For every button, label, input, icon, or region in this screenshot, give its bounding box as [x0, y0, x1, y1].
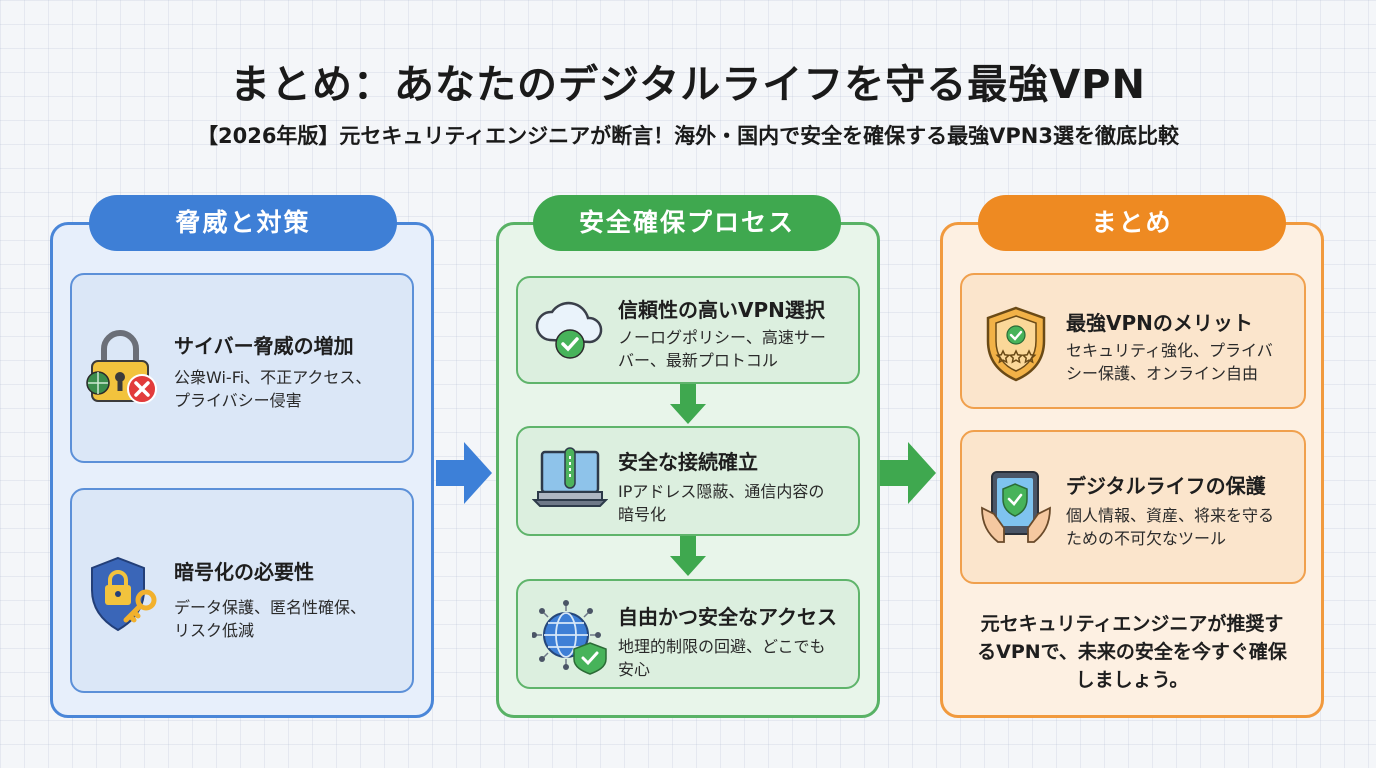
flow-arrow-icon: [436, 442, 492, 504]
threat-card-encryption: 暗号化の必要性 データ保護、匿名性確保、 リスク低減: [70, 488, 414, 693]
card-desc: ノーログポリシー、高速サー バー、最新プロトコル: [618, 328, 826, 370]
globe-shield-icon: [532, 600, 607, 675]
card-desc: 公衆Wi-Fi、不正アクセス、 プライバシー侵害: [174, 368, 372, 410]
process-card-select: 信頼性の高いVPN選択 ノーログポリシー、高速サー バー、最新プロトコル: [516, 276, 860, 384]
closing-message: 元セキュリティエンジニアが推奨す るVPNで、未来の安全を今すぐ確保 しましょう…: [977, 613, 1287, 691]
card-desc: セキュリティ強化、プライバ シー保護、オンライン自由: [1066, 341, 1273, 383]
threat-card-cyber: サイバー脅威の増加 公衆Wi-Fi、不正アクセス、 プライバシー侵害: [70, 273, 414, 463]
card-title: 信頼性の高いVPN選択: [618, 298, 825, 322]
arrow-down-icon: [670, 536, 706, 576]
summary-header: まとめ: [978, 195, 1286, 251]
card-title: 最強VPNのメリット: [1066, 311, 1253, 335]
card-title: 自由かつ安全なアクセス: [618, 605, 837, 629]
card-desc: データ保護、匿名性確保、 リスク低減: [174, 598, 367, 640]
laptop-tunnel-icon: [532, 447, 608, 507]
tablet-shield-icon: [981, 471, 1051, 543]
summary-card-protect: デジタルライフの保護 個人情報、資産、将来を守る ための不可欠なツール: [960, 430, 1306, 584]
summary-card-merit: 最強VPNのメリット セキュリティ強化、プライバ シー保護、オンライン自由: [960, 273, 1306, 409]
card-desc: 個人情報、資産、将来を守る ための不可欠なツール: [1066, 506, 1275, 548]
page-title: まとめ：あなたのデジタルライフを守る最強VPN: [230, 62, 1146, 108]
card-title: 安全な接続確立: [618, 450, 758, 474]
process-card-access: 自由かつ安全なアクセス 地理的制限の回避、どこでも 安心: [516, 579, 860, 689]
padlock-x-icon: [86, 330, 157, 404]
flow-arrow-icon: [880, 442, 936, 504]
arrow-down-icon: [670, 384, 706, 424]
page-subtitle: 【2026年版】元セキュリティエンジニアが断言！海外・国内で安全を確保する最強V…: [196, 124, 1179, 148]
shield-stars-icon: [986, 306, 1046, 382]
process-card-connect: 安全な接続確立 IPアドレス隠蔽、通信内容の 暗号化: [516, 426, 860, 536]
card-desc: IPアドレス隠蔽、通信内容の 暗号化: [618, 482, 825, 524]
card-title: サイバー脅威の増加: [174, 334, 354, 358]
card-desc: 地理的制限の回避、どこでも 安心: [618, 637, 826, 679]
cloud-check-icon: [535, 301, 603, 359]
card-title: デジタルライフの保護: [1066, 474, 1266, 498]
shield-key-icon: [91, 556, 157, 632]
threats-header: 脅威と対策: [89, 195, 397, 251]
process-header: 安全確保プロセス: [533, 195, 841, 251]
card-title: 暗号化の必要性: [174, 560, 314, 584]
